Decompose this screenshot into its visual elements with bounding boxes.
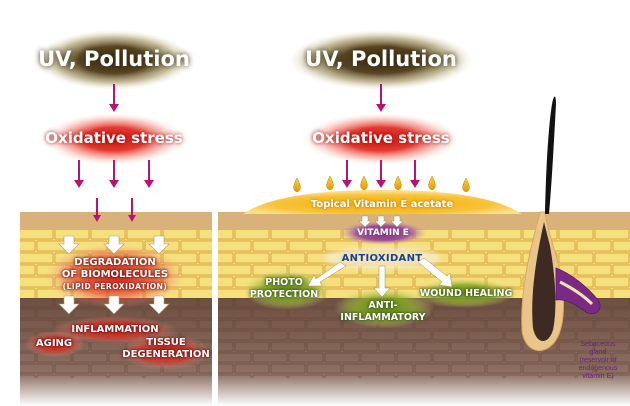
anti-inflammatory-line2: INFLAMMATORY xyxy=(340,312,426,323)
sebaceous-gland-caption: Sebaceous gland (reservoir of endogenous… xyxy=(579,341,618,381)
sebaceous-line5: vitamin E) xyxy=(582,373,614,381)
wound-healing-label: WOUND HEALING xyxy=(419,288,513,299)
left-oxidative-glow xyxy=(44,113,184,165)
right-oxidative-glow xyxy=(303,113,459,165)
left-aging-glow xyxy=(25,331,85,357)
left-degradation-glow xyxy=(45,244,185,308)
wound-healing-glow xyxy=(415,278,515,308)
tissue-degeneration-line1: TISSUE xyxy=(146,337,186,348)
photo-protection-line2: PROTECTION xyxy=(249,289,319,300)
lipid-peroxidation-label: (LIPID PEROXIDATION) xyxy=(62,282,168,291)
right-stress-arrows xyxy=(342,84,420,188)
left-uv-cloud xyxy=(36,30,192,90)
hair-strand xyxy=(545,96,556,214)
left-stress-arrows xyxy=(74,84,154,222)
left-uv-pollution-label: UV, Pollution xyxy=(38,47,190,71)
right-uv-pollution-label: UV, Pollution xyxy=(305,47,457,71)
sebaceous-line2: gland xyxy=(589,349,607,357)
sebaceous-line3: (reservoir of xyxy=(579,357,617,365)
inflammation-label: INFLAMMATION xyxy=(71,324,159,335)
sebaceous-line4: endogenous xyxy=(578,365,618,373)
antioxidant-glow xyxy=(324,247,440,269)
right-oxidative-stress-label: Oxidative stress xyxy=(312,129,450,147)
tissue-degeneration-line2: DEGENERATION xyxy=(122,349,210,360)
right-uv-cloud xyxy=(289,30,473,90)
vitamin-e-oil-film xyxy=(243,190,522,214)
sebaceous-line1: Sebaceous xyxy=(580,341,616,348)
aging-label: AGING xyxy=(35,338,73,349)
left-tissue-glow xyxy=(120,334,210,370)
degradation-label-line1: DEGRADATION xyxy=(74,257,156,268)
left-white-arrows xyxy=(58,235,170,315)
hair-follicle xyxy=(521,96,601,351)
antioxidant-label: ANTIOXIDANT xyxy=(341,253,423,264)
right-white-arrows xyxy=(307,215,453,298)
photo-protection-glow xyxy=(243,270,331,310)
photo-protection-line1: PHOTO xyxy=(265,277,303,288)
oil-droplets xyxy=(293,175,470,193)
anti-inflammatory-line1: ANTI- xyxy=(368,300,398,311)
anti-inflammatory-glow xyxy=(334,288,434,328)
degradation-label-line2: OF BIOMOLECULES xyxy=(61,269,169,280)
vitamin-e-glow xyxy=(339,221,427,245)
left-oxidative-stress-label: Oxidative stress xyxy=(45,129,183,147)
topical-vitamin-e-label: Topical Vitamin E acetate xyxy=(310,199,454,210)
vitamin-e-label: VITAMIN E xyxy=(357,228,409,238)
